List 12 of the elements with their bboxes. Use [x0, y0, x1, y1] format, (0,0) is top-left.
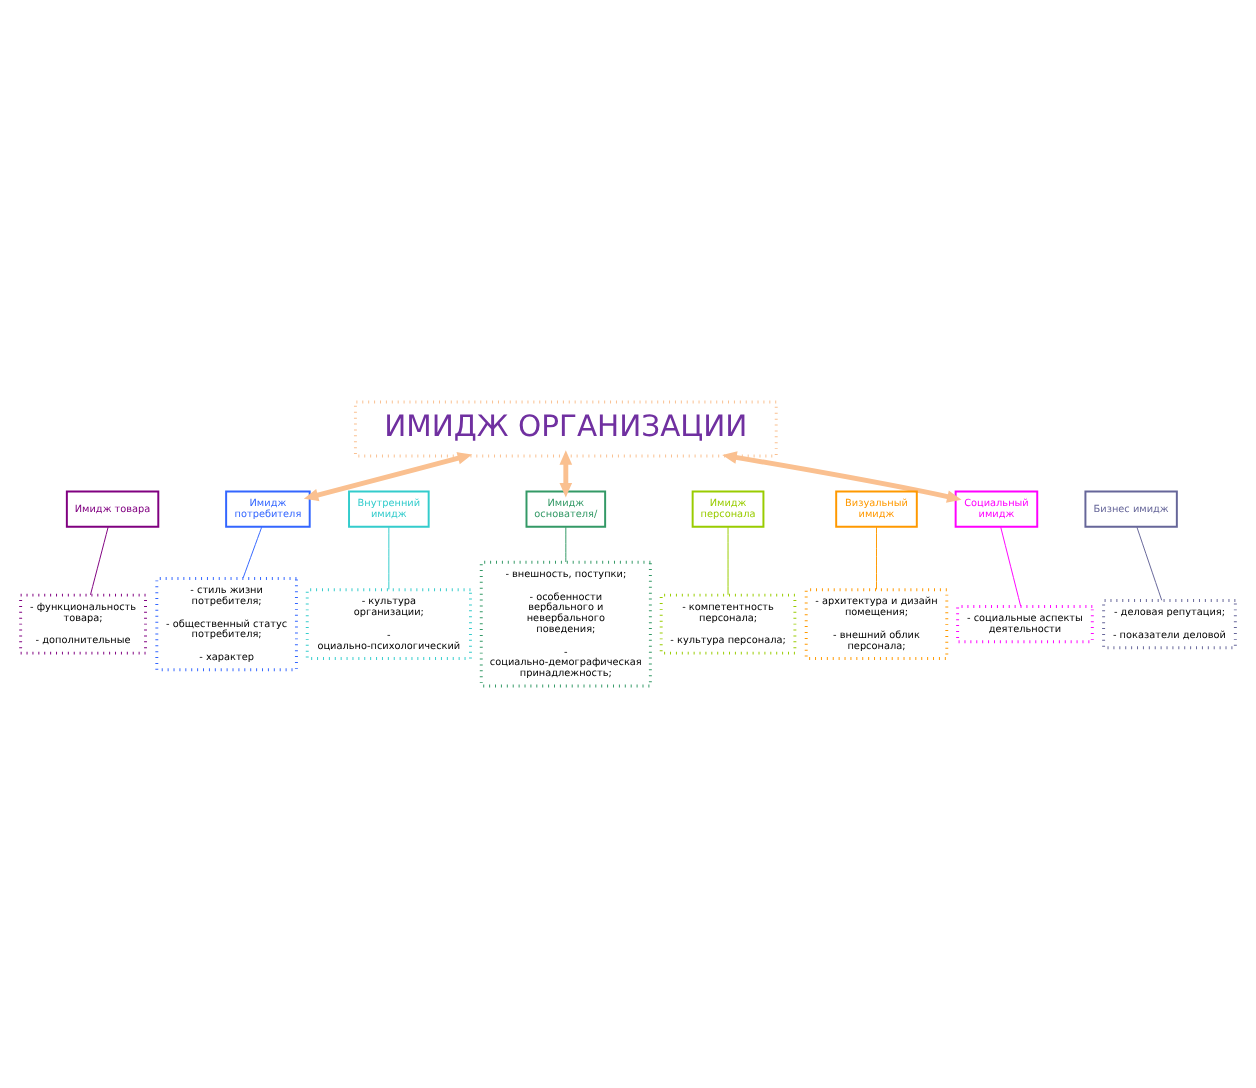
connector [90, 526, 109, 596]
connector [388, 526, 390, 590]
arrow [722, 451, 962, 503]
connector [1000, 526, 1022, 607]
node-box: ИМИДЖ ОРГАНИЗАЦИИ [353, 400, 778, 458]
connector [1136, 526, 1163, 601]
connector [242, 526, 263, 579]
connector [727, 526, 729, 596]
connector [876, 526, 877, 590]
connector [565, 526, 567, 563]
arrow [303, 452, 473, 502]
arrow [559, 450, 573, 498]
